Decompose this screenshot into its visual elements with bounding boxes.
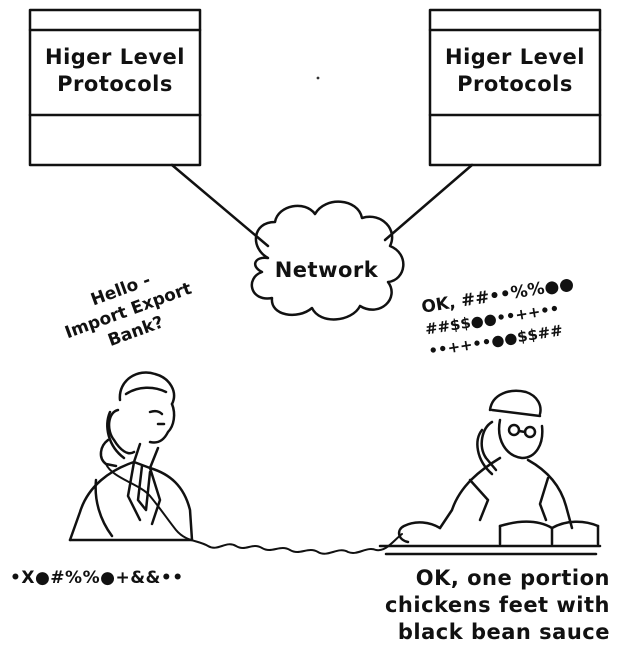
left-box-label-line2: Protocols [57, 72, 173, 96]
left-protocol-box [28, 8, 202, 167]
right-link-line [383, 163, 474, 242]
phone-cord [105, 463, 403, 555]
reply-text: OK, one portion chickens feet with black… [340, 565, 610, 646]
right-box-label-line1: Higer Level [445, 45, 585, 69]
reply-text-line: black bean sauce [397, 620, 610, 644]
stray-dot [316, 76, 320, 80]
right-box-label: Higer Level Protocols [430, 44, 600, 98]
left-box-label: Higer Level Protocols [30, 44, 200, 98]
caller-figure [68, 371, 194, 542]
receiver-figure [378, 389, 602, 556]
network-cloud [250, 200, 405, 321]
reply-text-line: OK, one portion [415, 566, 610, 590]
left-link-line [170, 163, 270, 248]
network-label: Network [274, 258, 379, 282]
right-protocol-box [428, 8, 602, 167]
reply-text-line: chickens feet with [384, 593, 610, 617]
garbled-text: •X●#%%●+&&•• [10, 568, 184, 588]
left-box-label-line1: Higer Level [45, 45, 185, 69]
right-box-label-line2: Protocols [457, 72, 573, 96]
